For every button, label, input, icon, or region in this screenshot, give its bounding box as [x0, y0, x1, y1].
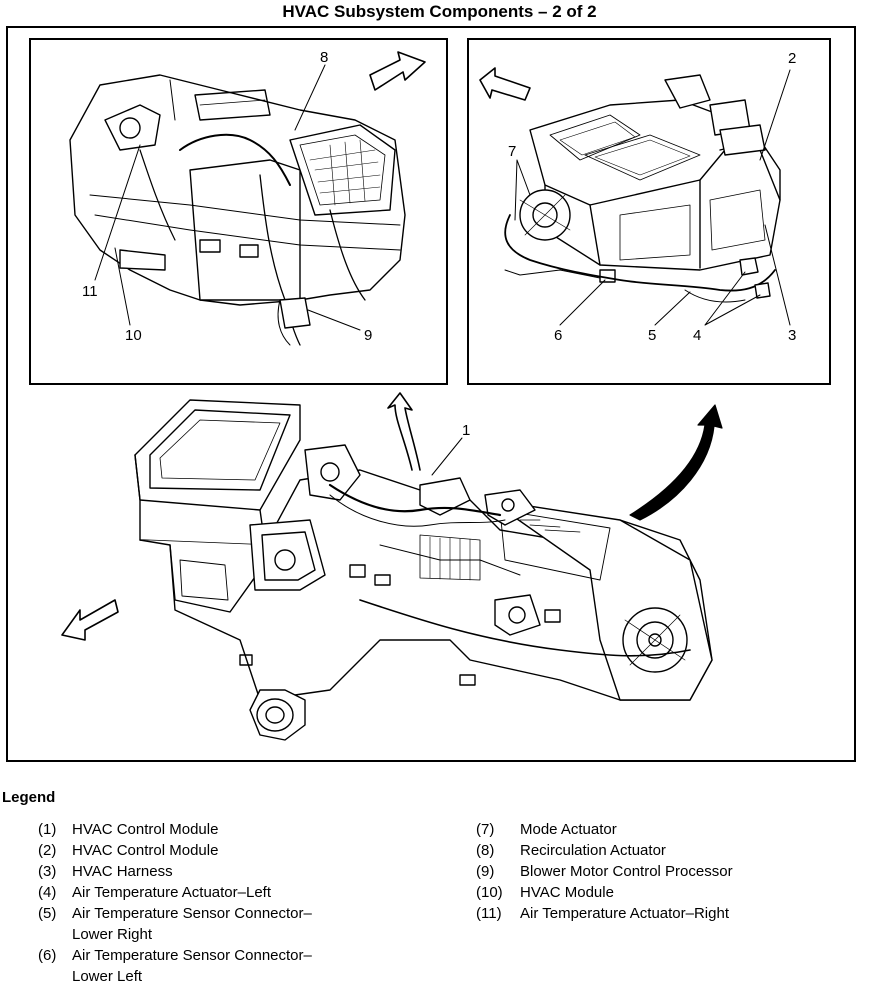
legend-item-number: (10) [476, 884, 503, 901]
legend-title: Legend [2, 789, 56, 806]
legend-item: (9) Blower Motor Control Processor [476, 861, 733, 882]
legend-item-number: (7) [476, 821, 495, 838]
callout-8: 8 [320, 49, 329, 66]
legend-item-number: (8) [476, 842, 495, 859]
legend-item-number: (4) [38, 884, 57, 901]
legend-item-number: (11) [476, 905, 502, 922]
legend-item: (3) HVAC Harness [38, 861, 312, 882]
left-panel-drawing [69, 51, 426, 346]
legend-item-label: HVAC Control Module [72, 821, 219, 838]
legend-item-number: (6) [38, 947, 57, 964]
right-panel-drawing [479, 67, 791, 326]
page-title: HVAC Subsystem Components – 2 of 2 [282, 2, 597, 21]
legend-item: (4) Air Temperature Actuator–Left [38, 882, 312, 903]
legend-item-label: Mode Actuator [520, 821, 617, 838]
callout-10: 10 [125, 327, 142, 344]
legend-item-number: (5) [38, 905, 57, 922]
legend-item-label: HVAC Module [520, 884, 614, 901]
legend-item-label: HVAC Harness [72, 863, 173, 880]
main-hvac-module-drawing [61, 392, 723, 741]
legend-item: (10) HVAC Module [476, 882, 733, 903]
callout-6: 6 [554, 327, 563, 344]
legend-item: (7) Mode Actuator [476, 819, 733, 840]
legend-item-label: Blower Motor Control Processor [520, 863, 733, 880]
callout-4: 4 [693, 327, 702, 344]
legend-item-label: Air Temperature Actuator–Left [72, 884, 271, 901]
diagram-frame [6, 26, 856, 762]
detail-panel-left [29, 38, 448, 385]
legend-item: (1) HVAC Control Module [38, 819, 312, 840]
legend-item-number: (1) [38, 821, 57, 838]
legend-item-number: (3) [38, 863, 57, 880]
callout-5: 5 [648, 327, 657, 344]
legend-item: (11) Air Temperature Actuator–Right [476, 903, 733, 924]
legend-item: (5) Air Temperature Sensor Connector– Lo… [38, 903, 312, 945]
legend-item-label: Air Temperature Sensor Connector– Lower … [72, 947, 312, 985]
callout-11: 11 [82, 283, 98, 300]
legend-column-left: (1) HVAC Control Module (2) HVAC Control… [38, 819, 312, 987]
callout-9: 9 [364, 327, 373, 344]
legend-item-number: (9) [476, 863, 495, 880]
legend-item-label: Air Temperature Sensor Connector– Lower … [72, 905, 312, 943]
callout-1: 1 [462, 422, 471, 439]
detail-panel-right [467, 38, 831, 385]
legend-item-label: Recirculation Actuator [520, 842, 666, 859]
legend-item-number: (2) [38, 842, 57, 859]
callout-2: 2 [788, 50, 797, 67]
legend-column-right: (7) Mode Actuator (8) Recirculation Actu… [476, 819, 733, 924]
callout-7: 7 [508, 143, 517, 160]
legend-item: (8) Recirculation Actuator [476, 840, 733, 861]
legend-item: (2) HVAC Control Module [38, 840, 312, 861]
legend-item-label: HVAC Control Module [72, 842, 219, 859]
legend-item: (6) Air Temperature Sensor Connector– Lo… [38, 945, 312, 987]
callout-3: 3 [788, 327, 797, 344]
legend-item-label: Air Temperature Actuator–Right [520, 905, 729, 922]
